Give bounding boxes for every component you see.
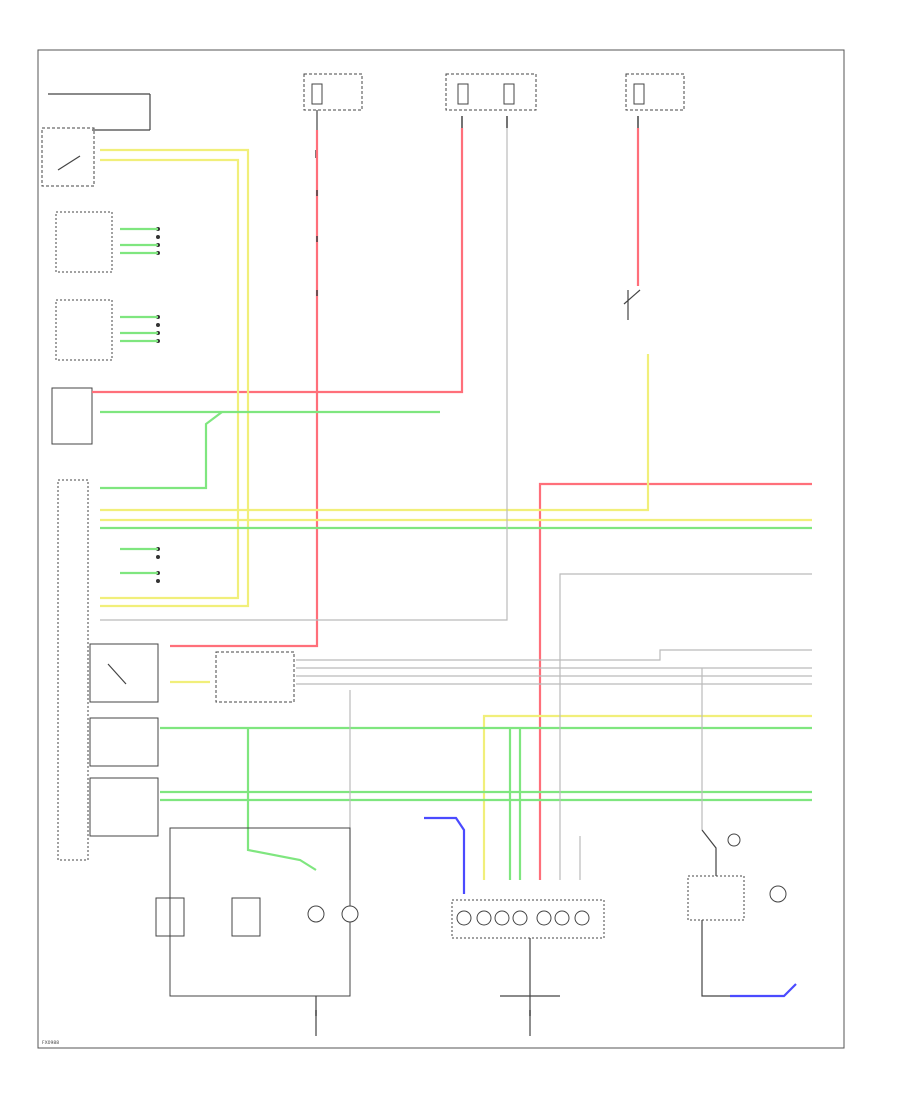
relay-box-1 xyxy=(89,643,159,703)
wires-green xyxy=(100,227,812,880)
reed-switch xyxy=(623,289,641,320)
central-module-strip xyxy=(57,479,89,861)
fuse-group-right xyxy=(625,73,685,128)
fuse-group-center xyxy=(445,73,537,128)
splice-ticks xyxy=(315,190,531,1016)
relay-box-3 xyxy=(89,777,159,837)
wires-red xyxy=(92,128,812,880)
wires-blue xyxy=(424,816,797,998)
lamp-group-right xyxy=(687,829,787,997)
diagram-frame xyxy=(37,49,845,1049)
wires-gray xyxy=(100,128,812,880)
instrument-cluster xyxy=(51,387,93,445)
control-module-upper xyxy=(55,211,113,273)
connector-pins-upper xyxy=(156,227,160,583)
control-module-lower xyxy=(55,299,113,361)
lamp-group-left xyxy=(155,827,359,1036)
diagram-code: FX0988 xyxy=(42,1040,59,1046)
fuse-group-left xyxy=(303,73,363,158)
relay-box-2 xyxy=(89,717,159,767)
center-junction-module xyxy=(215,651,295,703)
lamp-group-center xyxy=(451,899,605,1036)
wires-yellow xyxy=(100,148,812,880)
left-switch-block xyxy=(41,93,151,187)
